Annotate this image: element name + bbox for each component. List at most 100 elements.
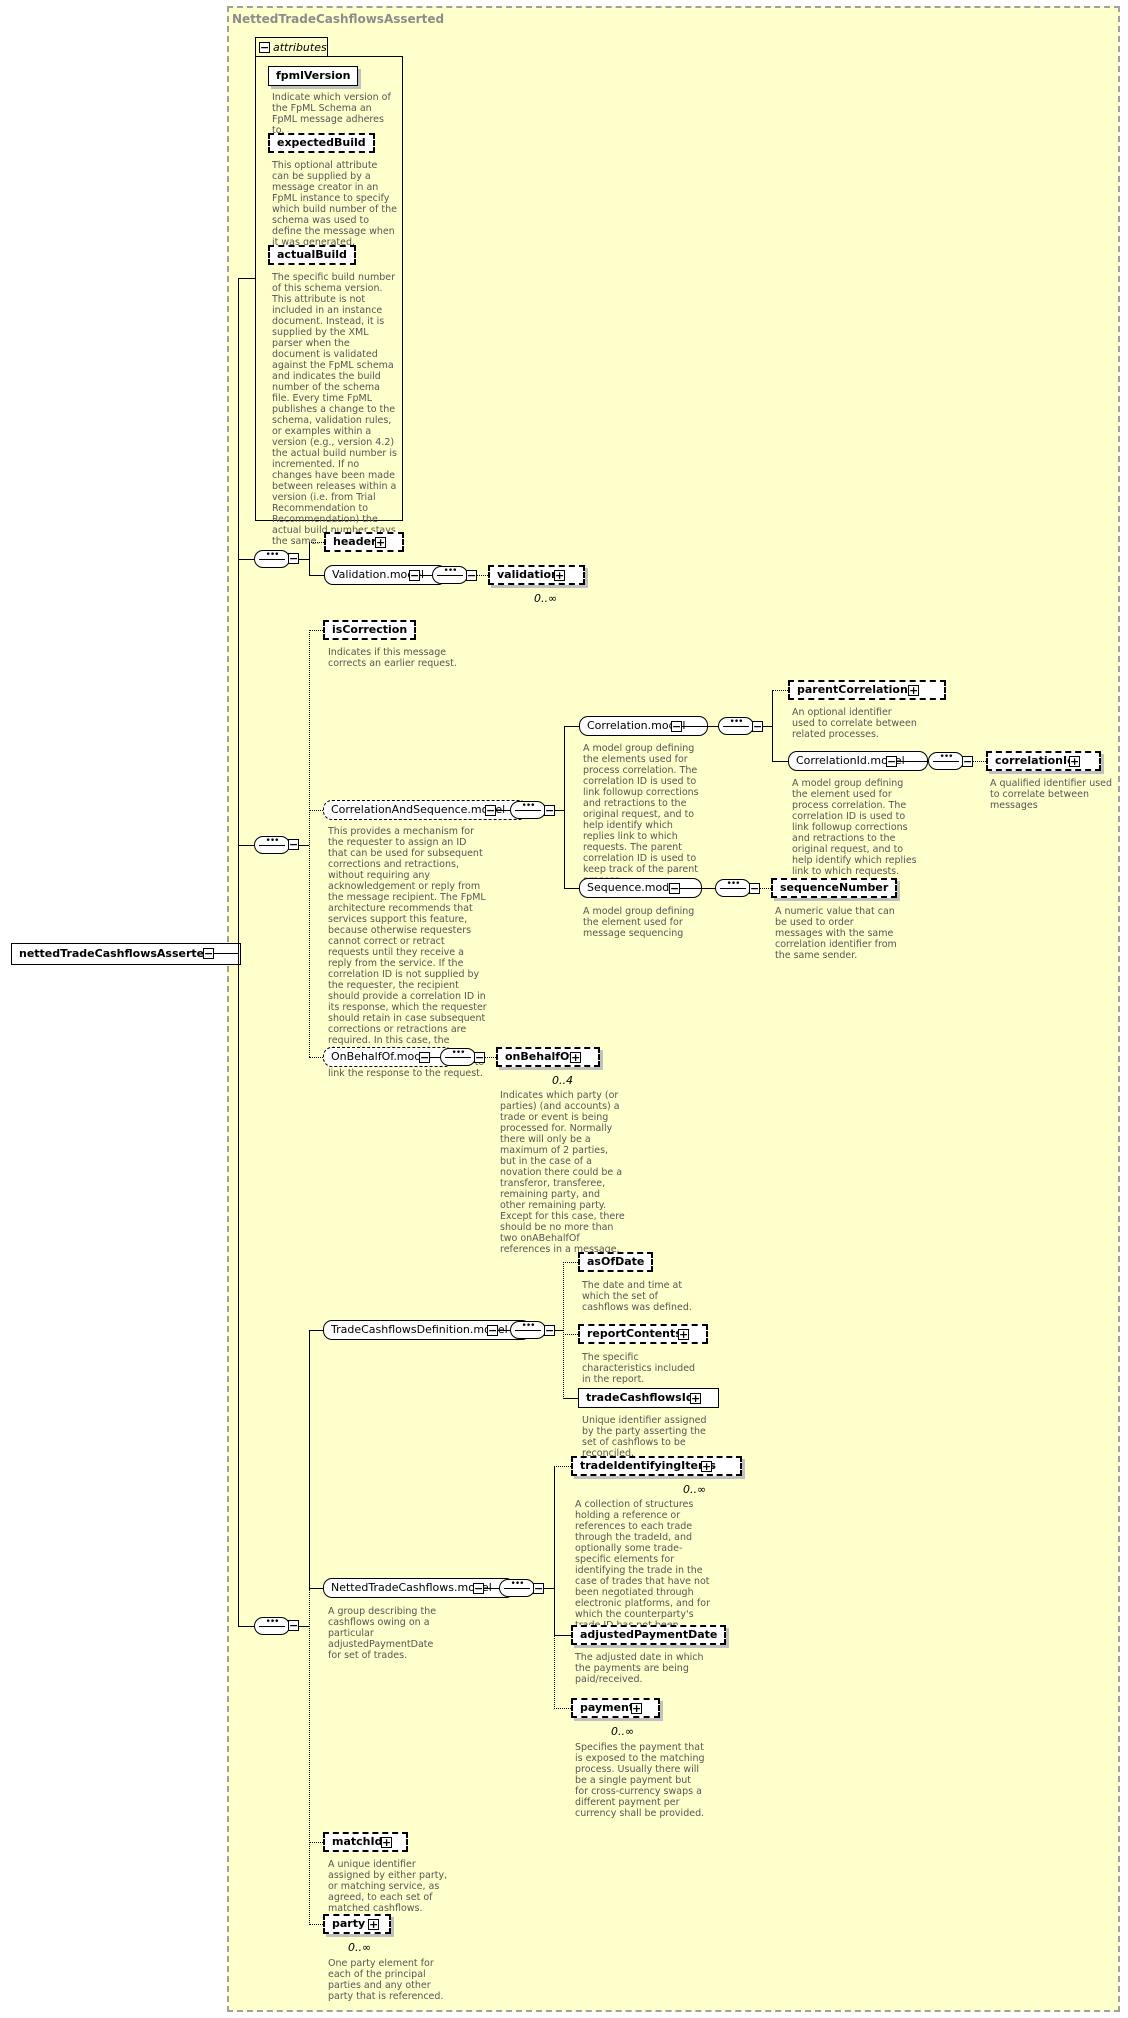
cardinality: 0..∞ (348, 1941, 372, 1954)
sequence-icon[interactable] (510, 801, 546, 819)
group-correlation-and-sequence[interactable]: CorrelationAndSequence.model (323, 800, 529, 820)
element-header-label: header (333, 535, 377, 548)
connector (238, 845, 254, 846)
expand-icon[interactable]: + (631, 1702, 642, 1715)
connector (496, 810, 510, 811)
collapse-icon[interactable]: − (886, 755, 897, 768)
connector (309, 630, 323, 631)
attribute-expectedBuild[interactable]: expectedBuild (268, 133, 375, 153)
element-correlationId[interactable]: correlationId (986, 751, 1101, 771)
connector (760, 888, 771, 889)
expand-icon[interactable]: + (554, 569, 565, 582)
element-tradeCashflowsId-doc: Unique identifier assigned by the party … (582, 1415, 707, 1459)
cardinality: 0..∞ (611, 1725, 635, 1738)
expand-icon[interactable]: + (701, 1460, 712, 1473)
attributes-tab[interactable]: − attributes (255, 37, 328, 57)
attribute-fpmlVersion[interactable]: fpmlVersion (268, 66, 359, 86)
connector (309, 575, 324, 576)
sequence-icon[interactable] (715, 879, 751, 897)
connector (477, 575, 488, 576)
collapse-icon[interactable]: − (533, 1582, 544, 1595)
collapse-icon[interactable]: − (473, 1582, 484, 1595)
root-element[interactable]: nettedTradeCashflowsAsserted (11, 943, 241, 965)
element-onBehalfOf[interactable]: onBehalfOf (496, 1047, 601, 1067)
expand-icon[interactable]: + (381, 1836, 392, 1849)
sequence-icon[interactable] (499, 1579, 535, 1597)
connector (309, 542, 324, 543)
expand-icon[interactable]: + (678, 1328, 689, 1341)
element-tradeIdentifyingItems-label: tradeIdentifyingItems (580, 1459, 716, 1472)
collapse-icon[interactable]: − (288, 1619, 299, 1632)
collapse-icon[interactable]: − (962, 755, 973, 768)
element-asOfDate[interactable]: asOfDate (578, 1252, 654, 1272)
expand-icon[interactable]: + (1069, 755, 1080, 768)
element-isCorrection[interactable]: isCorrection (323, 620, 417, 640)
element-validation[interactable]: validation (488, 565, 585, 585)
sequence-icon[interactable] (254, 1617, 290, 1635)
connector (309, 1842, 323, 1843)
expand-icon[interactable]: + (690, 1392, 701, 1405)
group-tradeCashflowsDefinition-model-label: TradeCashflowsDefinition.model (331, 1323, 508, 1336)
collapse-icon[interactable]: − (466, 569, 477, 582)
collapse-icon[interactable]: − (752, 720, 763, 733)
connector (554, 1635, 571, 1636)
expand-icon[interactable]: + (368, 1918, 379, 1931)
element-onBehalfOf-doc: Indicates which party (or parties) (and … (500, 1090, 625, 1255)
element-reportContents[interactable]: reportContents (578, 1324, 708, 1344)
collapse-icon[interactable]: − (288, 552, 299, 565)
element-adjustedPaymentDate[interactable]: adjustedPaymentDate (571, 1625, 727, 1645)
element-adjustedPaymentDate-doc: The adjusted date in which the payments … (575, 1652, 704, 1685)
collapse-icon[interactable]: − (419, 1051, 430, 1064)
element-party[interactable]: party (323, 1914, 392, 1934)
collapse-icon[interactable]: − (474, 1051, 485, 1064)
sequence-icon[interactable] (928, 752, 964, 770)
sequence-icon[interactable] (440, 1048, 476, 1066)
connector (680, 888, 715, 889)
connector (897, 761, 928, 762)
expand-icon[interactable]: + (570, 1051, 581, 1064)
group-nettedTradeCashflows-model[interactable]: NettedTradeCashflows.model (323, 1578, 515, 1598)
element-tradeIdentifyingItems[interactable]: tradeIdentifyingItems (571, 1456, 742, 1476)
collapse-icon[interactable]: − (409, 569, 420, 582)
group-tradeCashflowsDefinition-model[interactable]: TradeCashflowsDefinition.model (323, 1320, 531, 1340)
connector (309, 810, 323, 811)
attribute-actualBuild[interactable]: actualBuild (268, 245, 356, 265)
element-tradeCashflowsId[interactable]: tradeCashflowsId (578, 1388, 719, 1408)
connector (299, 1626, 309, 1627)
connector (309, 1924, 323, 1925)
element-header[interactable]: header (324, 532, 405, 552)
collapse-icon[interactable]: − (544, 804, 555, 817)
sequence-icon[interactable] (254, 836, 290, 854)
group-sequence-model-doc: A model group defining the element used … (583, 906, 695, 939)
sequence-icon[interactable] (718, 717, 754, 735)
connector (563, 1262, 578, 1263)
expand-icon[interactable]: + (375, 536, 386, 549)
group-nettedTradeCashflows-model-label: NettedTradeCashflows.model (331, 1581, 492, 1594)
connector (430, 1057, 440, 1058)
element-sequenceNumber[interactable]: sequenceNumber (771, 878, 898, 898)
collapse-icon[interactable]: − (669, 882, 680, 895)
collapse-icon[interactable]: − (749, 882, 760, 895)
connector (238, 1626, 254, 1627)
element-matchId[interactable]: matchId (323, 1832, 409, 1852)
element-payment-doc: Specifies the payment that is exposed to… (575, 1742, 705, 1819)
element-payment[interactable]: payment (571, 1698, 661, 1718)
collapse-icon[interactable]: − (544, 1324, 555, 1337)
collapse-icon[interactable]: − (259, 41, 270, 54)
root-collapse-icon[interactable]: − (203, 947, 214, 960)
expand-icon[interactable]: + (908, 684, 919, 697)
collapse-icon[interactable]: − (487, 1324, 498, 1337)
connector (554, 1466, 571, 1467)
sequence-icon[interactable] (432, 566, 468, 584)
sequence-icon[interactable] (254, 550, 290, 568)
collapse-icon[interactable]: − (288, 838, 299, 851)
element-tradeIdentifyingItems-doc: A collection of structures holding a ref… (575, 1499, 710, 1642)
connector (563, 1262, 564, 1399)
connector (309, 1588, 323, 1589)
collapse-icon[interactable]: − (671, 720, 682, 733)
connector (238, 278, 239, 1627)
element-parentCorrelationId[interactable]: parentCorrelationId (788, 680, 946, 700)
sequence-icon[interactable] (510, 1321, 546, 1339)
connector (554, 1636, 555, 1709)
collapse-icon[interactable]: − (485, 804, 496, 817)
